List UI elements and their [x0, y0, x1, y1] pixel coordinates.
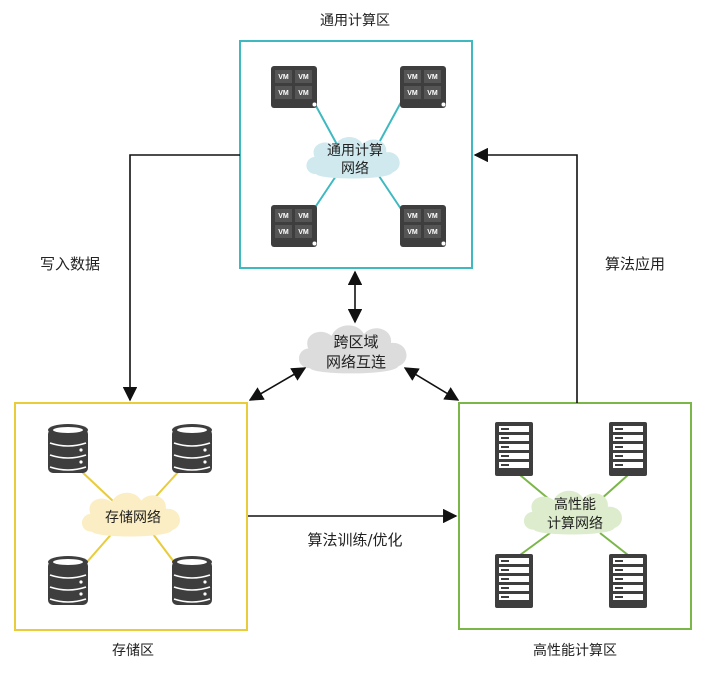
server-rack-icon: [609, 554, 647, 608]
vm-label: VM: [298, 229, 309, 236]
interconnect-label-line2: 网络互连: [326, 353, 386, 371]
storage-interconnect-arrow: [248, 367, 307, 401]
vm-server-icon: VM VM VM VM: [271, 66, 317, 108]
hpc-zone-title: 高性能计算区: [533, 642, 617, 659]
server-rack-icon: [609, 422, 647, 476]
algo-apply-arrow: [473, 147, 578, 403]
flow-arrows: [122, 147, 578, 524]
write-data-label: 写入数据: [40, 255, 100, 273]
vm-server-icon: VM VM VM VM: [400, 66, 446, 108]
compute-zone-title: 通用计算区: [320, 13, 390, 29]
vm-label: VM: [278, 74, 289, 81]
vm-label: VM: [298, 213, 309, 220]
hpc-interconnect-arrow: [403, 367, 460, 401]
compute-network-label-line1: 通用计算: [327, 143, 383, 159]
write-data-arrow: [122, 154, 240, 402]
server-rack-icon: [495, 422, 533, 476]
vm-server-icon: VM VM VM VM: [271, 205, 317, 247]
vm-label: VM: [407, 229, 418, 236]
database-icon: [47, 555, 89, 606]
algo-apply-label: 算法应用: [605, 255, 665, 273]
vm-label: VM: [278, 213, 289, 220]
compute-network-label-line2: 网络: [341, 161, 369, 177]
vm-label: VM: [278, 229, 289, 236]
vm-label: VM: [427, 229, 438, 236]
hpc-network-links: [519, 474, 629, 556]
vm-label: VM: [298, 74, 309, 81]
storage-network-label: 存储网络: [105, 510, 161, 526]
interconnect-label-line1: 跨区域: [333, 333, 378, 351]
hpc-network-label-line1: 高性能: [554, 496, 596, 513]
vm-label: VM: [407, 90, 418, 97]
vm-label: VM: [427, 90, 438, 97]
algo-train-label: 算法训练/优化: [307, 531, 402, 549]
vm-server-icon: VM VM VM VM: [400, 205, 446, 247]
storage-zone-title: 存储区: [112, 643, 154, 659]
database-icon: [47, 423, 89, 474]
vm-label: VM: [278, 90, 289, 97]
vm-label: VM: [407, 74, 418, 81]
vm-label: VM: [298, 90, 309, 97]
database-icon: [171, 555, 213, 606]
server-rack-icon: [495, 554, 533, 608]
vm-label: VM: [427, 213, 438, 220]
hpc-zone-border: [458, 402, 692, 630]
hpc-network-label-line2: 计算网络: [547, 516, 603, 532]
vm-label: VM: [427, 74, 438, 81]
vm-label: VM: [407, 213, 418, 220]
database-icon: [171, 423, 213, 474]
storage-zone-border: [14, 402, 248, 631]
